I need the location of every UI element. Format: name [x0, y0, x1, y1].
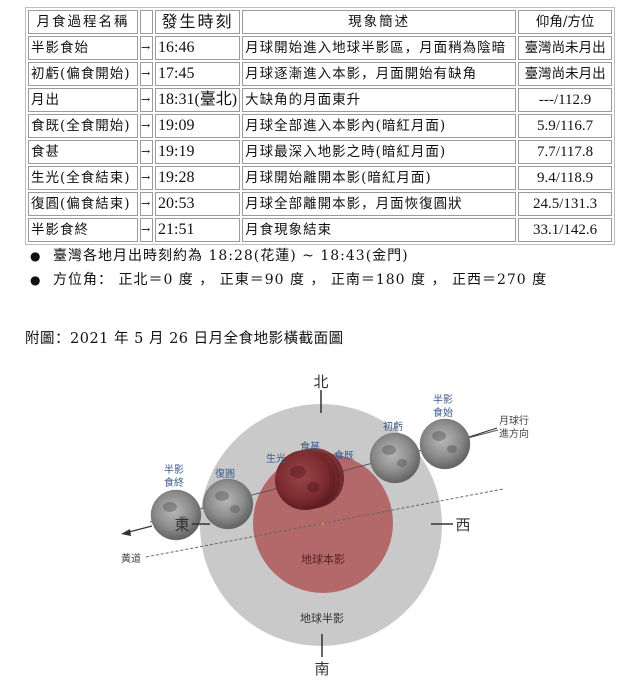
arrow-icon: → [140, 140, 153, 164]
ecliptic-label: 黃道 [121, 552, 141, 565]
west-label: 西 [455, 516, 470, 534]
phase-time: 19:19 [155, 140, 241, 164]
direction-arrow-line [124, 525, 153, 534]
table-row: 半影食始 → 16:46 月球開始進入地球半影區，月面稍為陰暗 臺灣尚未月出 [28, 36, 613, 60]
phase-alt-az: 5.9/116.7 [518, 114, 613, 138]
moon-totality-end [275, 450, 335, 510]
label-totality-start: 食既 [334, 449, 354, 462]
phase-time: 18:31(臺北) [155, 88, 241, 112]
arrow-icon: → [140, 114, 153, 138]
header-arrow [140, 10, 153, 34]
bullet-icon: ● [30, 273, 41, 287]
header-phase-name: 月食過程名稱 [28, 10, 138, 34]
table-row: 初虧(偏食開始) → 17:45 月球逐漸進入本影，月面開始有缺角 臺灣尚未月出 [28, 62, 613, 86]
arrow-icon: → [140, 62, 153, 86]
phase-time: 21:51 [155, 218, 241, 242]
phase-description: 月球逐漸進入本影，月面開始有缺角 [242, 62, 517, 86]
phase-description: 月球全部進入本影內(暗紅月面) [242, 114, 517, 138]
phase-alt-az: 24.5/131.3 [518, 192, 613, 216]
south-label: 南 [314, 660, 329, 678]
label-penumbral-end-1: 半影 [164, 463, 184, 476]
moon-last-contact [202, 478, 254, 530]
phase-alt-az: 臺灣尚未月出 [518, 62, 613, 86]
header-description: 現象簡述 [242, 10, 517, 34]
arrow-icon: → [140, 166, 153, 190]
table-row: 月出 → 18:31(臺北) 大缺角的月面東升 ---/112.9 [28, 88, 613, 112]
umbra-disc [253, 453, 393, 593]
phase-description: 月球全部離開本影，月面恢復圓狀 [242, 192, 517, 216]
umbra-label: 地球本影 [301, 552, 345, 566]
notes-list: ● 臺灣各地月出時刻約為 18:28(花蓮) ~ 18:43(金門) ● 方位角… [30, 244, 547, 292]
phase-description: 月球開始離開本影(暗紅月面) [242, 166, 517, 190]
east-label: 東 [174, 516, 189, 534]
note-moonrise-range: ● 臺灣各地月出時刻約為 18:28(花蓮) ~ 18:43(金門) [30, 244, 547, 268]
phase-alt-az: 7.7/117.8 [518, 140, 613, 164]
ecliptic-line [145, 488, 504, 558]
arrow-icon: → [140, 88, 153, 112]
moon-penumbral-end [150, 489, 202, 541]
phase-name: 生光(全食結束) [28, 166, 138, 190]
eclipse-timeline-table: 月食過程名稱 發生時刻 現象簡述 仰角/方位 半影食始 → 16:46 月球開始… [25, 7, 616, 245]
moon-path-line [149, 429, 499, 523]
phase-name: 初虧(偏食開始) [28, 62, 138, 86]
label-penumbral-end-2: 食終 [164, 476, 184, 489]
note-text: 臺灣各地月出時刻約為 18:28(花蓮) ~ 18:43(金門) [53, 248, 409, 264]
direction-label-line2: 進方向 [499, 427, 529, 440]
direction-pointer-line [468, 427, 498, 438]
arrow-icon: → [140, 192, 153, 216]
phase-alt-az: 33.1/142.6 [518, 218, 613, 242]
north-label: 北 [313, 373, 328, 391]
table-row: 食既(全食開始) → 19:09 月球全部進入本影內(暗紅月面) 5.9/116… [28, 114, 613, 138]
label-penumbral-start-2: 食始 [433, 406, 453, 419]
phase-time: 17:45 [155, 62, 241, 86]
phase-time: 20:53 [155, 192, 241, 216]
table-row: 食甚 → 19:19 月球最深入地影之時(暗紅月面) 7.7/117.8 [28, 140, 613, 164]
phase-name: 食甚 [28, 140, 138, 164]
phase-alt-az: 臺灣尚未月出 [518, 36, 613, 60]
moon-maria-texture [163, 431, 457, 524]
label-last-contact: 復圓 [215, 467, 235, 480]
table-row: 半影食終 → 21:51 月食現象結束 33.1/142.6 [28, 218, 613, 242]
phase-time: 19:28 [155, 166, 241, 190]
arrow-icon: → [140, 218, 153, 242]
header-altitude-azimuth: 仰角/方位 [518, 10, 613, 34]
moon-penumbral-start [419, 418, 471, 470]
table-row: 復圓(偏食結束) → 20:53 月球全部離開本影，月面恢復圓狀 24.5/13… [28, 192, 613, 216]
label-penumbral-start-1: 半影 [433, 393, 453, 406]
phase-name: 復圓(偏食結束) [28, 192, 138, 216]
label-maximum: 食甚 [300, 440, 320, 453]
arrow-icon: → [140, 36, 153, 60]
note-text: 方位角： 正北＝0 度 ， 正東＝90 度 ， 正南＝180 度 ， 正西＝27… [53, 272, 548, 288]
phase-description: 月球最深入地影之時(暗紅月面) [242, 140, 517, 164]
penumbra-disc [200, 404, 442, 646]
penumbra-label: 地球半影 [300, 611, 344, 625]
phase-description: 月球開始進入地球半影區，月面稍為陰暗 [242, 36, 517, 60]
header-time: 發生時刻 [155, 10, 241, 34]
shadow-center-dot [321, 522, 325, 526]
table-header-row: 月食過程名稱 發生時刻 現象簡述 仰角/方位 [28, 10, 613, 34]
moon-maximum [280, 449, 340, 509]
label-first-contact: 初虧 [383, 420, 403, 433]
phase-name: 食既(全食開始) [28, 114, 138, 138]
figure-caption: 附圖：2021 年 5 月 26 日月全食地影橫截面圖 [25, 331, 344, 347]
phase-name: 月出 [28, 88, 138, 112]
phase-time: 16:46 [155, 36, 241, 60]
phase-alt-az: 9.4/118.9 [518, 166, 613, 190]
note-azimuth-definition: ● 方位角： 正北＝0 度 ， 正東＝90 度 ， 正南＝180 度 ， 正西＝… [30, 268, 547, 292]
phase-alt-az: ---/112.9 [518, 88, 613, 112]
arrow-left-icon [121, 529, 131, 536]
direction-label-line1: 月球行 [499, 414, 529, 427]
table-row: 生光(全食結束) → 19:28 月球開始離開本影(暗紅月面) 9.4/118.… [28, 166, 613, 190]
phase-name: 半影食始 [28, 36, 138, 60]
phase-name: 半影食終 [28, 218, 138, 242]
moon-first-contact [369, 432, 421, 484]
phase-time: 19:09 [155, 114, 241, 138]
red-moon-maria-texture [290, 466, 319, 492]
moon-totality-start [284, 448, 344, 508]
bullet-icon: ● [30, 249, 41, 263]
phase-description: 月食現象結束 [242, 218, 517, 242]
label-totality-end: 生光 [266, 452, 286, 465]
phase-description: 大缺角的月面東升 [242, 88, 517, 112]
